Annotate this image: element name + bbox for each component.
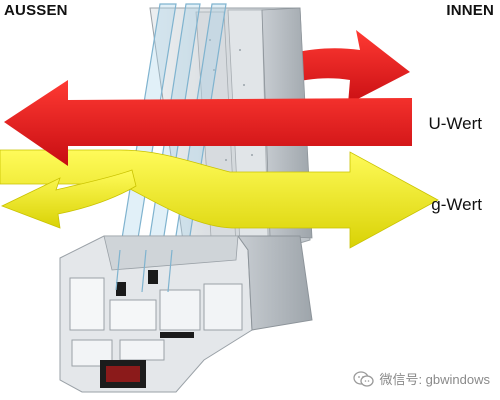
u-value-label: U-Wert [428,114,482,133]
watermark: 微信号: gbwindows [353,369,490,388]
wechat-icon [353,370,375,387]
u-value-arrow [4,80,412,166]
g-value-arrow [0,149,439,249]
inside-label: INNEN [446,2,494,19]
watermark-text: 微信号: gbwindows [379,372,490,387]
outside-label: AUSSEN [4,2,68,19]
frame-profile-section [59,235,313,393]
g-value-label: g-Wert [431,195,482,214]
